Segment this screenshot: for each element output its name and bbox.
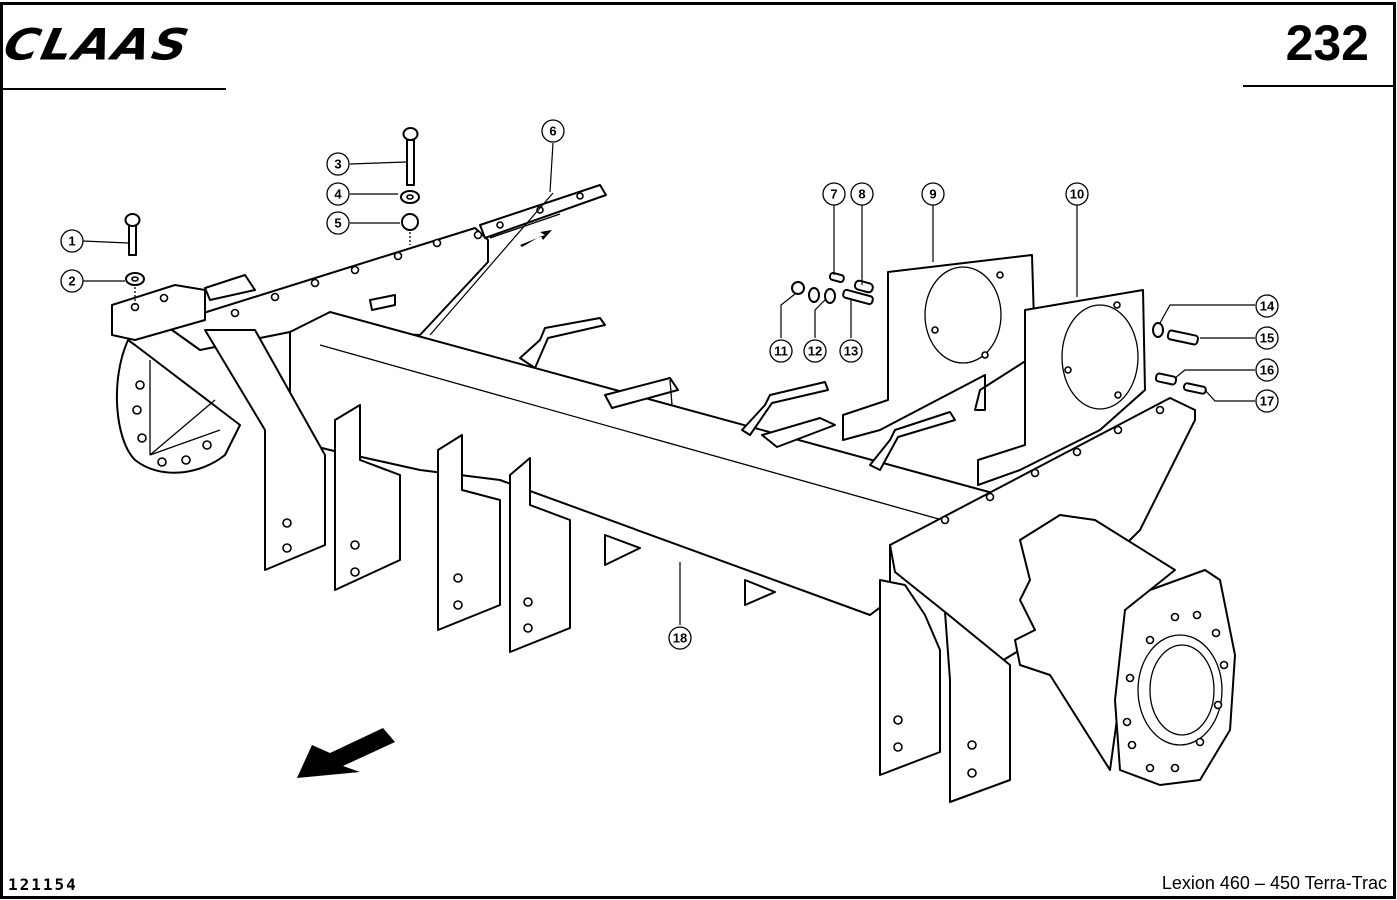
callout-7: 7 [822,182,846,206]
left-flange-bracket [115,339,241,474]
callout-9: 9 [921,182,945,206]
callout-15: 15 [1255,326,1279,350]
svg-text:3: 3 [334,157,341,172]
svg-text:9: 9 [929,187,936,202]
svg-text:10: 10 [1070,187,1084,202]
frame-border-left [0,2,3,898]
callout-5: 5 [326,211,350,235]
svg-text:11: 11 [774,344,788,359]
svg-text:2: 2 [68,274,75,289]
header-rule-left [2,88,226,90]
page-number: 232 [1285,15,1369,71]
leader-lines [82,142,1255,625]
callout-4: 4 [326,182,350,206]
fasteners [124,127,1207,395]
callout-3: 3 [326,152,350,176]
top-brackets [519,317,956,471]
callout-13: 13 [839,339,863,363]
callout-8: 8 [850,182,874,206]
svg-text:7: 7 [830,187,837,202]
plate-part-10 [977,289,1146,486]
svg-text:4: 4 [334,187,342,202]
svg-text:15: 15 [1260,331,1274,346]
svg-text:12: 12 [808,344,822,359]
callout-10: 10 [1065,182,1089,206]
hanging-plates [204,329,776,653]
strip-part-6 [479,184,607,247]
frame-border-bottom [0,896,1396,899]
svg-text:1: 1 [68,234,75,249]
svg-text:14: 14 [1260,299,1275,314]
model-caption: Lexion 460 – 450 Terra-Trac [1161,873,1387,893]
callout-14: 14 [1255,294,1279,318]
svg-text:18: 18 [673,631,687,646]
svg-text:13: 13 [844,344,858,359]
callout-12: 12 [803,339,827,363]
callout-18: 18 [668,626,692,650]
header-rule-right [1243,85,1395,87]
svg-text:5: 5 [334,216,341,231]
frame-border-top [0,2,1395,5]
callout-11: 11 [769,339,793,363]
direction-arrow-icon [297,728,395,778]
callout-16: 16 [1255,358,1279,382]
callout-17: 17 [1255,389,1279,413]
callout-2: 2 [60,269,84,293]
svg-text:16: 16 [1260,363,1274,378]
svg-text:8: 8 [858,187,865,202]
plate-part-9 [842,254,1036,441]
right-hub-assembly [879,397,1236,803]
svg-text:6: 6 [549,124,556,139]
callout-1: 1 [60,229,84,253]
frame-border-right [1393,2,1396,898]
drawing-id: 121154 [8,875,78,894]
svg-text:17: 17 [1260,394,1274,409]
callout-6: 6 [541,119,565,143]
